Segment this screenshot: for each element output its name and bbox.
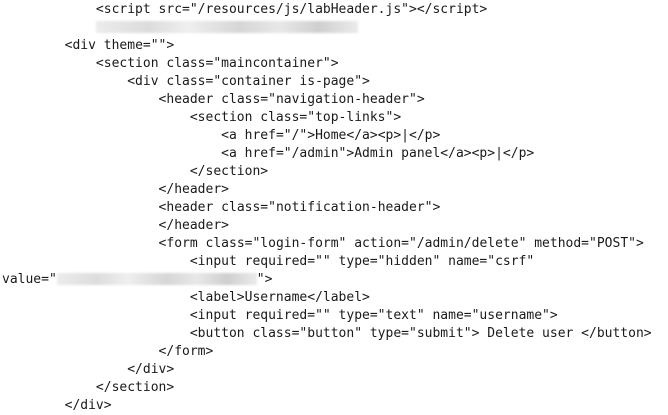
code-text: "> [256,272,273,287]
code-text: <div theme=""> [64,38,175,53]
code-line: <header class="notification-header"> [2,199,652,217]
code-text: </header> [158,218,229,233]
code-line: <form class="login-form" action="/admin/… [2,235,652,253]
code-text: <input required="" type="hidden" name="c… [189,254,535,269]
code-text: <a href="/">Home</a><p>|</p> [221,128,441,143]
code-text: value=" [2,272,57,287]
code-text: <label>Username</label> [189,290,370,305]
code-line: <label>Username</label> [2,289,652,307]
code-line: </section> [2,163,652,181]
code-line: <div class="container is-page"> [2,73,652,91]
code-line: value=" "> [2,271,652,289]
redacted-blur [95,21,358,33]
code-text: <button class="button" type="submit"> De… [189,326,652,341]
code-line: <input required="" type="text" name="use… [2,307,652,325]
code-line: <script src="/resources/js/labHeader.js"… [2,1,652,19]
code-text: <form class="login-form" action="/admin/… [158,236,644,251]
code-line: <button class="button" type="submit"> De… [2,325,652,343]
code-line: <a href="/">Home</a><p>|</p> [2,127,652,145]
code-line: </div> [2,397,652,415]
code-line: </form> [2,343,652,361]
code-text: </div> [127,362,175,377]
code-text: </div> [64,398,112,413]
code-text: <input required="" type="text" name="use… [189,308,558,323]
code-text: </section> [95,380,175,395]
code-text: <header class="notification-header"> [158,200,441,215]
code-line: </div> [2,361,652,379]
code-line: <input required="" type="hidden" name="c… [2,253,652,271]
code-line: </section> [2,379,652,397]
code-line [2,19,652,37]
code-line: <a href="/admin">Admin panel</a><p>|</p> [2,145,652,163]
code-line: </header> [2,217,652,235]
source-code-view: <script src="/resources/js/labHeader.js"… [2,1,652,415]
redacted-blur [56,273,257,285]
code-text: <section class="maincontainer"> [95,56,339,71]
code-text: <a href="/admin">Admin panel</a><p>|</p> [221,146,535,161]
code-line: <div theme=""> [2,37,652,55]
code-line: <header class="navigation-header"> [2,91,652,109]
code-line: <section class="top-links"> [2,109,652,127]
code-text: <header class="navigation-header"> [158,92,425,107]
code-line: </header> [2,181,652,199]
code-text: <script src="/resources/js/labHeader.js"… [95,2,488,17]
code-text: </header> [158,182,229,197]
code-text: </section> [189,164,269,179]
code-text: <div class="container is-page"> [127,74,370,89]
code-text: <section class="top-links"> [189,110,402,125]
code-line: <section class="maincontainer"> [2,55,652,73]
code-text: </form> [158,344,214,359]
